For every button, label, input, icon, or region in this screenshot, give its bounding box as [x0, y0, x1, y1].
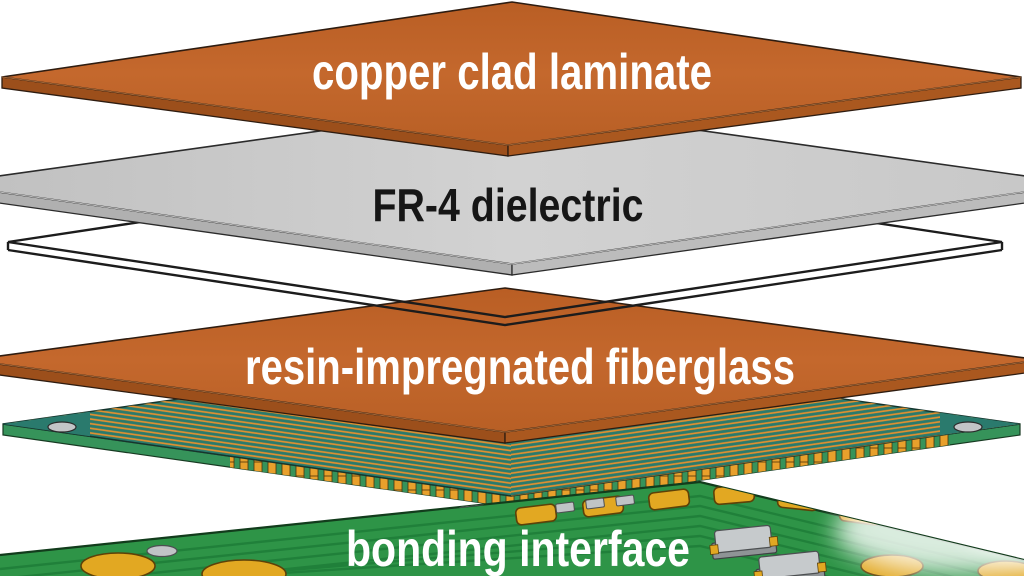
copper-clad-label: copper clad laminate	[312, 44, 712, 100]
bonding-interface-label: bonding interface	[346, 521, 690, 576]
resin-fiberglass-layer	[0, 287, 1024, 444]
mounting-hole-left	[47, 421, 77, 433]
wireframe-bottom-edge	[7, 248, 1003, 327]
resin-edge-highlight	[0, 361, 1024, 433]
fr4-dielectric-layer	[0, 103, 1024, 276]
fr4-edge-highlight	[0, 191, 1024, 265]
layer-labels: copper clad laminate FR-4 dielectric res…	[245, 44, 795, 576]
fr4-dielectric-label: FR-4 dielectric	[373, 179, 644, 231]
mounting-hole-right	[953, 421, 983, 433]
castellation-band-left	[230, 456, 511, 507]
copper-clad-laminate-layer	[1, 1, 1022, 157]
resin-fiberglass-label: resin-impregnated fiberglass	[245, 339, 795, 395]
smd-chip	[709, 524, 779, 560]
castellation-band-right	[511, 433, 950, 507]
copper-edge-highlight	[1, 76, 1022, 146]
